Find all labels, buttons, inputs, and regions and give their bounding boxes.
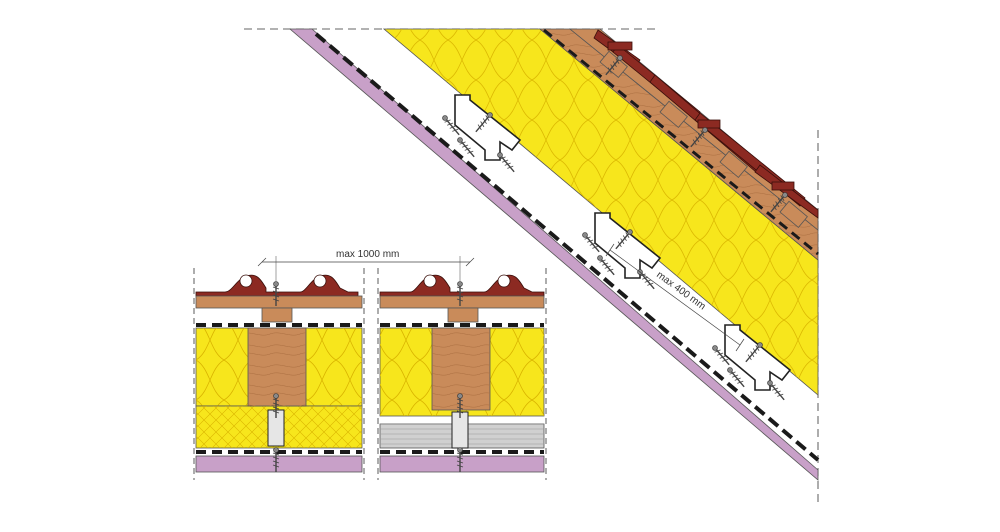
counter-batten [261, 307, 293, 323]
horizontal-dimension-label: max 1000 mm [336, 249, 399, 260]
interior-board-layer [288, 28, 819, 481]
dimension-line [609, 249, 741, 346]
dimension-tick [465, 257, 475, 267]
joist-brackets [454, 94, 792, 391]
dimension-tick [257, 257, 267, 267]
joist-bracket [724, 324, 792, 391]
inclined-roof-section: max 400 mm [244, 28, 820, 505]
tile-nib [697, 119, 721, 129]
tile-batten [379, 295, 545, 309]
tile-roll [497, 274, 511, 288]
counter-batten [447, 307, 479, 323]
dimension-tick [605, 243, 615, 257]
tile-batten [195, 295, 363, 309]
roof-tile [754, 164, 819, 219]
underlay-membrane [543, 28, 819, 256]
vapour-membrane [314, 32, 820, 462]
tiles-left [195, 274, 359, 297]
interior-board [379, 455, 545, 473]
batten [719, 150, 748, 178]
tile-roll [423, 274, 437, 288]
tile-roll [239, 274, 253, 288]
batten [779, 200, 808, 228]
joist-bracket [594, 212, 662, 279]
tile-roll [313, 274, 327, 288]
tile-nib [607, 41, 633, 51]
tiles-right [379, 274, 545, 297]
batten [659, 100, 688, 128]
tile-nib [771, 181, 795, 191]
roof-tiles [593, 29, 819, 219]
timber-texture [540, 29, 818, 260]
cross-section-right [377, 268, 547, 480]
cross-section-left [193, 268, 365, 480]
dimension-tick [735, 338, 745, 352]
rafter-texture [248, 328, 306, 406]
horizontal-dimension: max 1000 mm [257, 249, 475, 282]
joist-bracket [454, 94, 522, 161]
interior-board [195, 455, 363, 473]
